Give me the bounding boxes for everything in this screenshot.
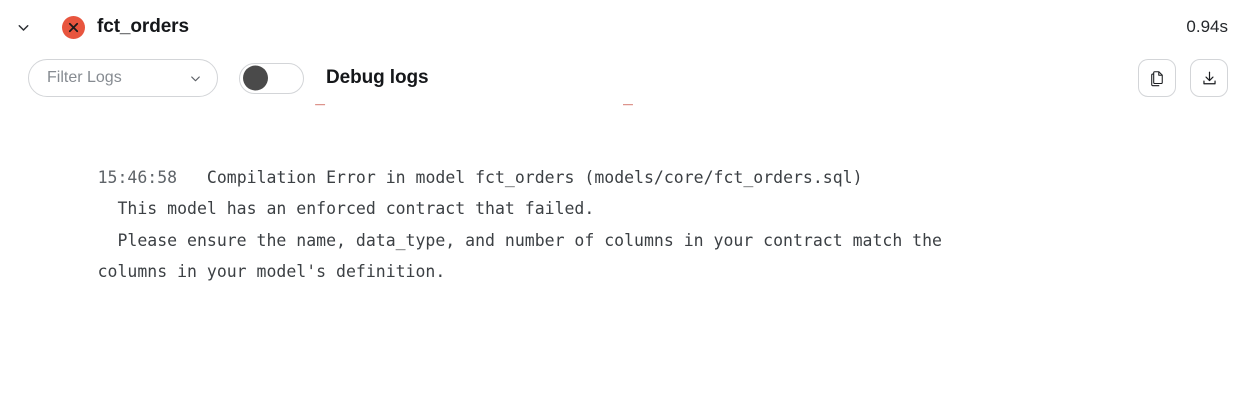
clipped-log-line: _ _ . (0, 102, 1250, 112)
log-line-3: Please ensure the name, data_type, and n… (97, 230, 942, 250)
page-title: fct_orders (97, 16, 189, 37)
copy-logs-button[interactable] (1138, 59, 1176, 97)
log-line-1: Compilation Error in model fct_orders (m… (206, 167, 863, 187)
log-line-2: This model has an enforced contract that… (97, 199, 595, 218)
copy-icon (1148, 69, 1167, 88)
log-indent (177, 168, 207, 187)
debug-logs-toggle[interactable] (239, 62, 304, 94)
download-logs-button[interactable] (1190, 59, 1228, 97)
log-timestamp: 15:46:58 (97, 167, 178, 187)
log-blank-line (38, 351, 1250, 383)
log-line-4: columns in your model's definition. (97, 262, 446, 281)
download-icon (1200, 69, 1219, 88)
log-toolbar: Filter Logs Debug logs (0, 54, 1250, 102)
debug-logs-label: Debug logs (326, 67, 429, 88)
chevron-down-icon (188, 71, 203, 86)
chevron-down-icon (15, 19, 32, 36)
log-entry: 15:46:58 Compilation Error in model fct_… (0, 130, 1250, 404)
run-duration: 0.94s (1186, 17, 1228, 36)
error-circle-x-icon (62, 15, 85, 39)
filter-logs-label: Filter Logs (47, 69, 122, 86)
toggle-knob (243, 65, 268, 91)
node-header: fct_orders 0.94s (0, 0, 1250, 54)
expand-collapse-button[interactable] (8, 12, 38, 42)
log-output-area[interactable]: _ _ . 15:46:58 Compilation Error in mode… (0, 102, 1250, 404)
filter-logs-select[interactable]: Filter Logs (28, 59, 218, 97)
